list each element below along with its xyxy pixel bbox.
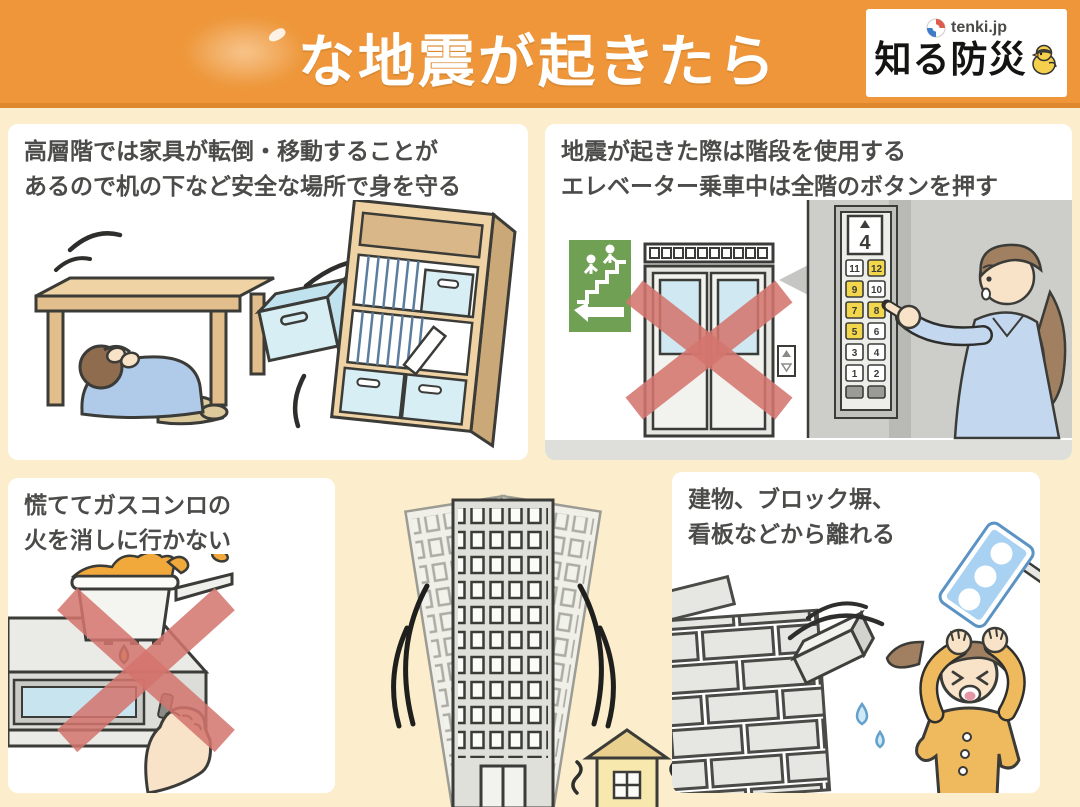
- spilling-liquid: [70, 554, 177, 578]
- person-pressing-buttons: [881, 243, 1067, 440]
- prohibition-x-icon: [625, 280, 793, 420]
- desk-illustration: [34, 200, 517, 449]
- motion-arc: [292, 373, 307, 429]
- panel-elevator: 地震が起きた際は階段を使用する エレベーター乗車中は全階のボタンを押す: [545, 124, 1072, 460]
- wall-illustration: [672, 521, 1040, 793]
- floor-display: 4: [846, 214, 884, 256]
- stove-caption-line2: 火を消しに行かない: [24, 526, 231, 553]
- swaying-building-illustration: [391, 494, 672, 807]
- elevator-caption-line2: エレベーター乗車中は全階のボタンを押す: [561, 172, 998, 199]
- speech-pointer: [779, 264, 810, 296]
- exit-stairs-sign-icon: [569, 240, 631, 332]
- brand-site-name: tenki.jp: [950, 19, 1007, 36]
- tenki-logo-icon: [926, 18, 946, 38]
- stove-caption-line1: 慌ててガスコンロの: [24, 492, 231, 518]
- header-bar: な地震が起きたら tenki.jp 知る防災: [0, 0, 1080, 108]
- up-arrow-icon: [860, 220, 870, 228]
- panel-desk: 高層階では家具が転倒・移動することが あるので机の下など安全な場所で身を守る: [8, 124, 528, 460]
- floor-number: 4: [859, 232, 871, 254]
- page-title: な地震が起きたら: [298, 30, 778, 94]
- wall-caption-line2: 看板などから離れる: [688, 520, 895, 547]
- panel-wall: 建物、ブロック塀、 看板などから離れる: [672, 472, 1040, 793]
- floor-strip: [545, 440, 1072, 460]
- elevator-call-buttons: [777, 345, 796, 377]
- prohibition-x-icon: [57, 587, 235, 753]
- floor-button: 6: [874, 327, 880, 338]
- person-covering-head: [885, 626, 1026, 793]
- motion-arc: [787, 613, 885, 641]
- floor-button: 10: [871, 285, 883, 296]
- erased-text-smudge: [182, 16, 307, 88]
- floor-button: 12: [871, 264, 883, 275]
- chick-mascot-icon: [1031, 44, 1057, 75]
- elevator-illustration: 4: [545, 200, 1072, 460]
- block-wall: [672, 574, 832, 793]
- desk-caption-line1: 高層階では家具が転倒・移動することが: [24, 138, 438, 164]
- person-under-desk: [78, 344, 229, 426]
- falling-box: [254, 276, 354, 363]
- stove-illustration: [8, 554, 235, 793]
- floor-button: 9: [852, 285, 858, 296]
- small-house: [571, 728, 672, 807]
- floor-button: 8: [874, 306, 880, 317]
- brand-series-name: 知る防災: [874, 39, 1027, 80]
- skyscraper: [451, 498, 555, 807]
- falling-block: [790, 609, 876, 686]
- desk-caption-line2: あるので机の下など安全な場所で身を守る: [24, 172, 461, 199]
- sweat-drops: [855, 701, 885, 749]
- motion-arc: [391, 625, 410, 729]
- motion-arc: [403, 583, 430, 727]
- falling-signboard: [938, 521, 1040, 628]
- wall-caption-line1: 建物、ブロック塀、: [688, 486, 895, 512]
- floor-button: 11: [849, 264, 860, 275]
- motion-arc: [577, 583, 604, 727]
- brand-badge: tenki.jp 知る防災: [866, 9, 1067, 97]
- motion-arc: [597, 625, 616, 729]
- floor-button: 3: [852, 348, 858, 359]
- floor-button: 5: [852, 327, 858, 338]
- motion-arc: [67, 231, 123, 253]
- motion-arc: [54, 256, 92, 272]
- floor-button: 4: [874, 348, 880, 359]
- elevator-caption-line1: 地震が起きた際は階段を使用する: [561, 138, 906, 164]
- panel-stove: 慌ててガスコンロの 火を消しに行かない: [8, 478, 335, 793]
- motion-arc: [806, 601, 868, 620]
- floor-button: 1: [852, 369, 858, 380]
- elevator-button-panel: 4: [806, 200, 1072, 438]
- floor-button: 7: [852, 306, 858, 317]
- tilting-bookshelf: [329, 200, 517, 449]
- floor-button: 2: [874, 369, 880, 380]
